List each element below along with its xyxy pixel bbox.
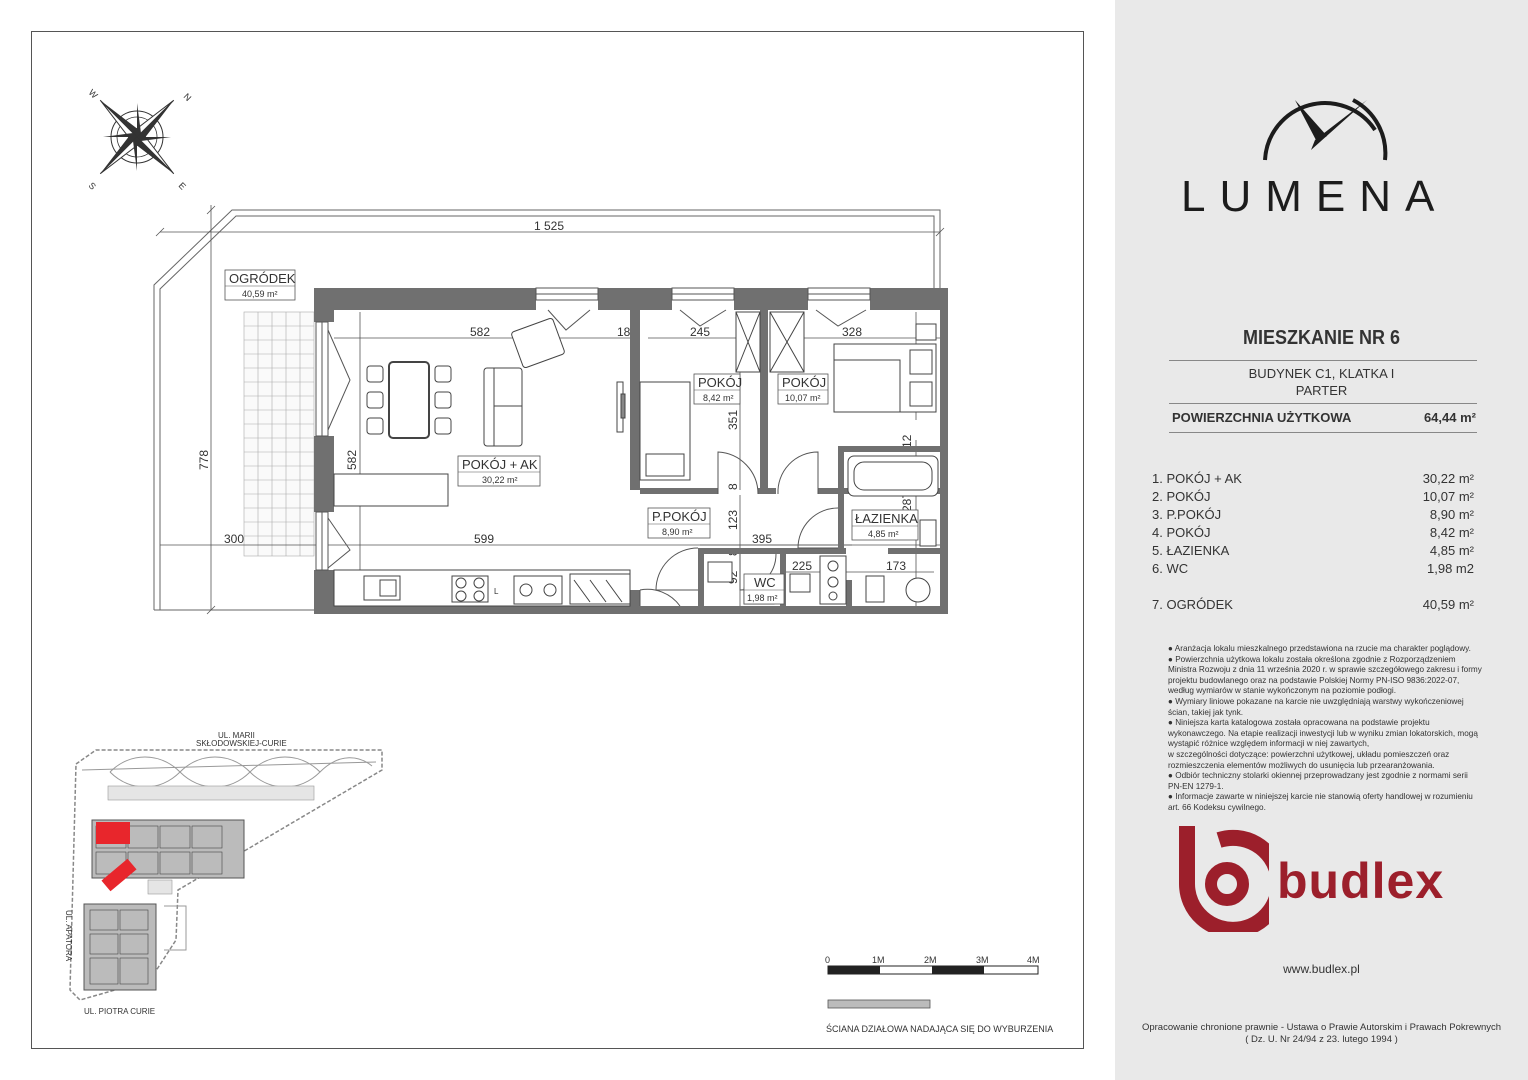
dim-room4-depth: 351 — [726, 410, 740, 430]
living-area: 30,22 m² — [482, 475, 518, 485]
street-left: UL. APATORA — [64, 910, 73, 962]
scale-0: 0 — [825, 955, 830, 965]
scale-1m: 1M — [872, 955, 885, 965]
pokoj2-area: 10,07 m² — [785, 393, 821, 403]
compass-w: W — [87, 87, 100, 100]
dim-total-width: 1 525 — [534, 219, 564, 233]
divider — [1169, 432, 1477, 433]
scale-4m: 4M — [1027, 955, 1040, 965]
pokoj4-area: 8,42 m² — [703, 393, 734, 403]
pokoj4-label: POKÓJ — [698, 375, 742, 390]
room-area: 30,22 m² — [1422, 471, 1474, 486]
usable-area-label: POWIERZCHNIA UŻYTKOWA — [1172, 410, 1352, 425]
room-area: 4,85 m² — [1429, 543, 1474, 558]
building-info: BUDYNEK C1, KLATKA I — [1248, 366, 1395, 381]
terrace-tiles — [243, 311, 315, 557]
note: ● Informacje zawarte w niniejszej karcie… — [1168, 792, 1473, 812]
scale-2m: 2M — [924, 955, 937, 965]
note: ● Powierzchnia użytkowa lokalu została o… — [1168, 654, 1482, 696]
note: w szczególności dotyczące: powierzchni u… — [1168, 749, 1450, 770]
street-top-2: SKŁODOWSKIEJ-CURIE — [196, 739, 287, 748]
ogrodek-label: OGRÓDEK — [229, 271, 296, 286]
room-area: 8,90 m² — [1429, 507, 1474, 522]
dim-wall-8b: 8 — [726, 483, 740, 490]
dim-bath-gap: 12 — [900, 434, 914, 448]
room-area: 40,59 m² — [1422, 597, 1474, 612]
dim-lower-living: 599 — [474, 532, 494, 546]
room-labels: OGRÓDEK 40,59 m² POKÓJ + AK 30,22 m² POK… — [224, 269, 919, 605]
room-name: 6. WC — [1152, 561, 1189, 576]
demolition-wall-swatch — [827, 999, 931, 1009]
oven-marker: L — [494, 587, 499, 596]
room-area: 10,07 m² — [1422, 489, 1474, 504]
site-map: UL. MARII SKŁODOWSKIEJ-CURIE UL. APATORA… — [64, 731, 383, 1016]
furniture — [333, 311, 939, 607]
compass-n: N — [182, 91, 194, 103]
floor-plan: N E S W 1 525 — [64, 87, 1053, 1034]
wc-area: 1,98 m² — [747, 593, 778, 603]
scale-bar: 0 1M 2M 3M 4M ŚCIANA DZIAŁOWA NADAJĄCA S… — [825, 955, 1053, 1034]
info-panel: LUMENA MIESZKANIE NR 6 BUDYNEK C1, KLATK… — [1115, 0, 1528, 1080]
notes-block: ● Aranżacja lokalu mieszkalnego przedsta… — [1168, 644, 1482, 814]
divider — [1169, 403, 1477, 404]
bath-area: 4,85 m² — [868, 529, 899, 539]
note: ● Wymiary liniowe pokazane na karcie nie… — [1168, 696, 1464, 717]
usable-area-value: 64,44 m² — [1423, 410, 1476, 425]
company-url[interactable]: www.budlex.pl — [1283, 962, 1360, 976]
room-name: 1. POKÓJ + AK — [1152, 471, 1242, 486]
site-highlight-building — [96, 822, 130, 844]
dim-room2-width: 328 — [842, 325, 862, 339]
lumena-logo-icon — [1263, 98, 1388, 161]
room-name: 4. POKÓJ — [1152, 525, 1211, 540]
hall-area: 8,90 m² — [662, 527, 693, 537]
room-name: 5. ŁAZIENKA — [1152, 543, 1230, 558]
dim-garden-depth: 778 — [197, 450, 211, 470]
dim-bath-depth: 287 — [900, 492, 914, 512]
divider — [1169, 360, 1477, 361]
bath-label: ŁAZIENKA — [855, 511, 918, 526]
compass-e: E — [177, 180, 188, 191]
room-area: 1,98 m2 — [1427, 561, 1474, 576]
plan-frame — [31, 31, 1084, 1049]
note: ● Aranżacja lokalu mieszkalnego przedsta… — [1168, 644, 1471, 653]
dim-living-depth: 582 — [345, 450, 359, 470]
hall-label: P.POKÓJ — [652, 509, 707, 524]
copyright: Opracowanie chronione prawnie - Ustawa o… — [1115, 1022, 1528, 1046]
dim-wc-width: 225 — [792, 559, 812, 573]
compass-rose-icon — [99, 99, 175, 175]
legend-demolition: ŚCIANA DZIAŁOWA NADAJĄCA SIĘ DO WYBURZEN… — [826, 1023, 1053, 1034]
street-bottom: UL. PIOTRA CURIE — [84, 1007, 155, 1016]
dim-living-width: 582 — [470, 325, 490, 339]
apartment-walls — [314, 288, 948, 614]
room-name: 7. OGRÓDEK — [1152, 597, 1233, 612]
ogrodek-area: 40,59 m² — [242, 289, 278, 299]
dim-small-gap: 18 — [617, 325, 631, 339]
copyright-line: Opracowanie chronione prawnie - Ustawa o… — [1141, 1022, 1502, 1033]
garden-outline — [153, 209, 941, 611]
copyright-line: ( Dz. U. Nr 24/94 z 23. lutego 1994 ) — [1245, 1034, 1398, 1045]
scale-3m: 3M — [976, 955, 989, 965]
dim-garden-offset: 300 — [224, 532, 244, 546]
dim-bath-lower: 173 — [886, 559, 906, 573]
pokoj2-label: POKÓJ — [782, 375, 826, 390]
room-name: 2. POKÓJ — [1152, 489, 1211, 504]
living-label: POKÓJ + AK — [462, 457, 538, 472]
room-name: 3. P.POKÓJ — [1152, 507, 1222, 522]
compass-s: S — [87, 180, 98, 191]
wc-label: WC — [754, 575, 776, 590]
dim-hall-depth: 123 — [726, 510, 740, 530]
brand-name: LUMENA — [1181, 172, 1449, 221]
company-name: budlex — [1277, 853, 1445, 909]
windows — [315, 287, 871, 571]
dim-hall-width: 395 — [752, 532, 772, 546]
note: ● Odbiór techniczny stolarki okiennej pr… — [1168, 771, 1468, 791]
room-area: 8,42 m² — [1429, 525, 1474, 540]
dim-room4-width: 245 — [690, 325, 710, 339]
street-top-1: UL. MARII — [218, 731, 255, 740]
budlex-logo-icon — [1179, 826, 1269, 932]
floor-info: PARTER — [1295, 383, 1348, 398]
apartment-title: MIESZKANIE NR 6 — [1242, 327, 1401, 349]
note: ● Niniejsza karta katalogowa została opr… — [1168, 718, 1478, 749]
